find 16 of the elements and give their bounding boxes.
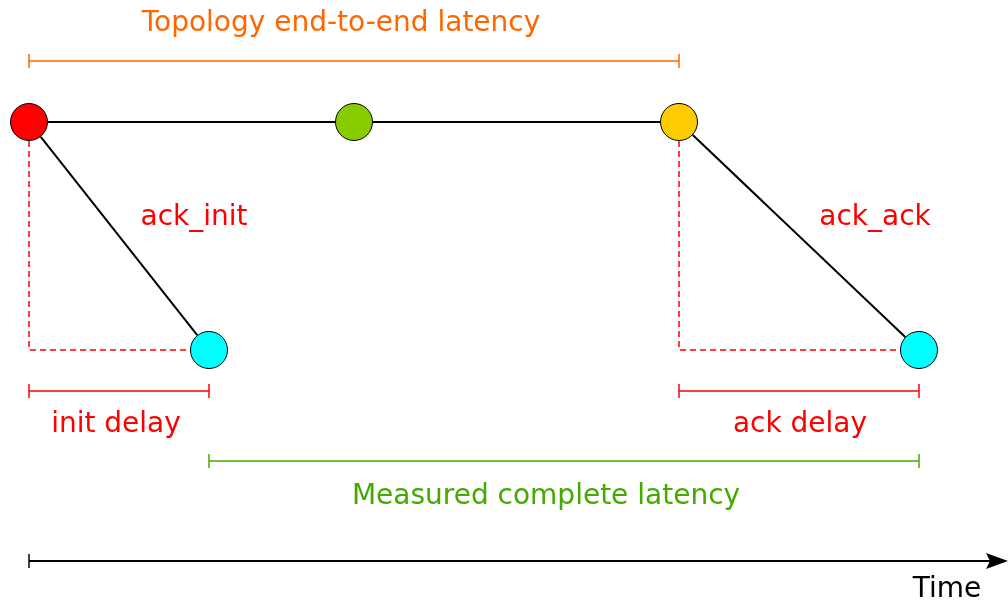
axis-label: Time [912, 571, 982, 604]
connector-line [39, 135, 199, 337]
edge-label: ack_init [140, 199, 248, 233]
event-circle [190, 331, 228, 369]
edge-label: ack_ack [819, 199, 931, 233]
event-circle [900, 331, 938, 369]
connector-line [47, 121, 336, 123]
connector-line [691, 134, 907, 338]
delay-label: ack delay [732, 406, 868, 440]
latency-label: Measured complete latency [351, 478, 741, 512]
event-circle [660, 103, 698, 141]
latency-label: Topology end-to-end latency [141, 5, 541, 39]
delay-label: init delay [51, 406, 181, 440]
event-circle [335, 103, 373, 141]
event-circle [10, 103, 48, 141]
connector-line [372, 121, 661, 123]
